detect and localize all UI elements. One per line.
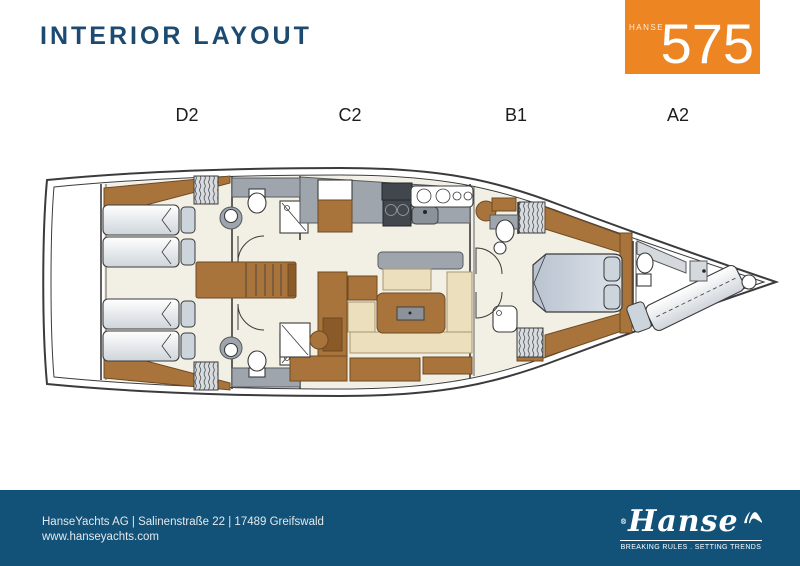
cabinet-base	[422, 356, 473, 375]
footer-address: HanseYachts AG | Salinenstraße 22 | 1748…	[42, 516, 324, 528]
footer-contact: HanseYachts AG | Salinenstraße 22 | 1748…	[42, 515, 324, 545]
sofa-cushion	[446, 271, 473, 333]
companionway-stairs	[195, 261, 297, 299]
galley-cabinet	[317, 199, 353, 233]
logo-tagline: BREAKING RULES . SETTING TRENDS	[620, 544, 762, 551]
wardrobe-locker	[518, 201, 546, 234]
page-title: INTERIOR LAYOUT	[40, 22, 312, 50]
aft-heads	[195, 177, 309, 388]
cabinet-base	[349, 357, 421, 382]
cabinet-base	[289, 355, 348, 382]
badge-brand-label: HANSE	[629, 23, 665, 32]
footer-bar: HanseYachts AG | Salinenstraße 22 | 1748…	[0, 490, 800, 566]
door	[475, 247, 503, 275]
worktop-panel	[410, 185, 474, 208]
vanity-counter	[231, 177, 301, 198]
double-bed	[532, 253, 623, 313]
registered-mark-icon: ®	[620, 517, 628, 526]
badge-model-number: 575	[660, 12, 754, 75]
logo-wordmark: ®Hanse	[620, 504, 739, 539]
sink	[493, 241, 507, 255]
door	[237, 235, 265, 263]
sofa-seat	[349, 331, 473, 354]
galley-sink	[411, 206, 439, 225]
toilet	[636, 252, 654, 274]
saloon-galley	[279, 176, 517, 382]
footer-website: www.hanseyachts.com	[42, 531, 159, 543]
pillow	[180, 332, 196, 360]
forepeak	[626, 240, 757, 333]
model-badge: HANSE 575	[625, 0, 760, 74]
wardrobe-locker	[193, 175, 219, 205]
aft-cabins	[102, 175, 231, 391]
cabin-label-a2: A2	[666, 105, 690, 125]
b1-heads	[475, 201, 546, 362]
sideboard-top	[377, 251, 464, 270]
berth	[102, 330, 180, 362]
chart-table	[491, 197, 517, 212]
owner-cabin	[532, 206, 633, 358]
cabin-label-c2: C2	[338, 105, 362, 125]
pillow	[180, 206, 196, 234]
wardrobe-locker	[193, 361, 219, 391]
toilet	[247, 350, 267, 372]
berth	[102, 298, 180, 330]
pillow	[180, 238, 196, 266]
door	[475, 291, 503, 319]
pillow	[603, 256, 621, 282]
shelf	[636, 240, 687, 274]
wardrobe-locker	[516, 327, 544, 358]
extractor-hood	[381, 182, 413, 201]
door	[237, 303, 265, 331]
cabin-label-d2: D2	[175, 105, 199, 125]
cabinet	[347, 275, 378, 301]
wave-icon	[743, 511, 762, 524]
anchor-well	[741, 274, 757, 290]
shower	[492, 305, 518, 333]
stove	[382, 199, 412, 227]
toilet	[495, 219, 515, 243]
cabin-label-b1: B1	[504, 105, 528, 125]
sofa-cushion	[347, 301, 376, 333]
berth	[102, 236, 180, 268]
berth	[102, 204, 180, 236]
pillow	[626, 301, 652, 333]
sideboard	[382, 268, 432, 291]
hanse-logo: ®Hanse BREAKING RULES . SETTING TRENDS	[620, 498, 762, 551]
logo-divider	[620, 540, 762, 541]
toilet	[247, 192, 267, 214]
nav-seat	[309, 330, 329, 350]
pillow	[180, 300, 196, 328]
locker	[689, 260, 708, 282]
pillow	[603, 284, 621, 310]
